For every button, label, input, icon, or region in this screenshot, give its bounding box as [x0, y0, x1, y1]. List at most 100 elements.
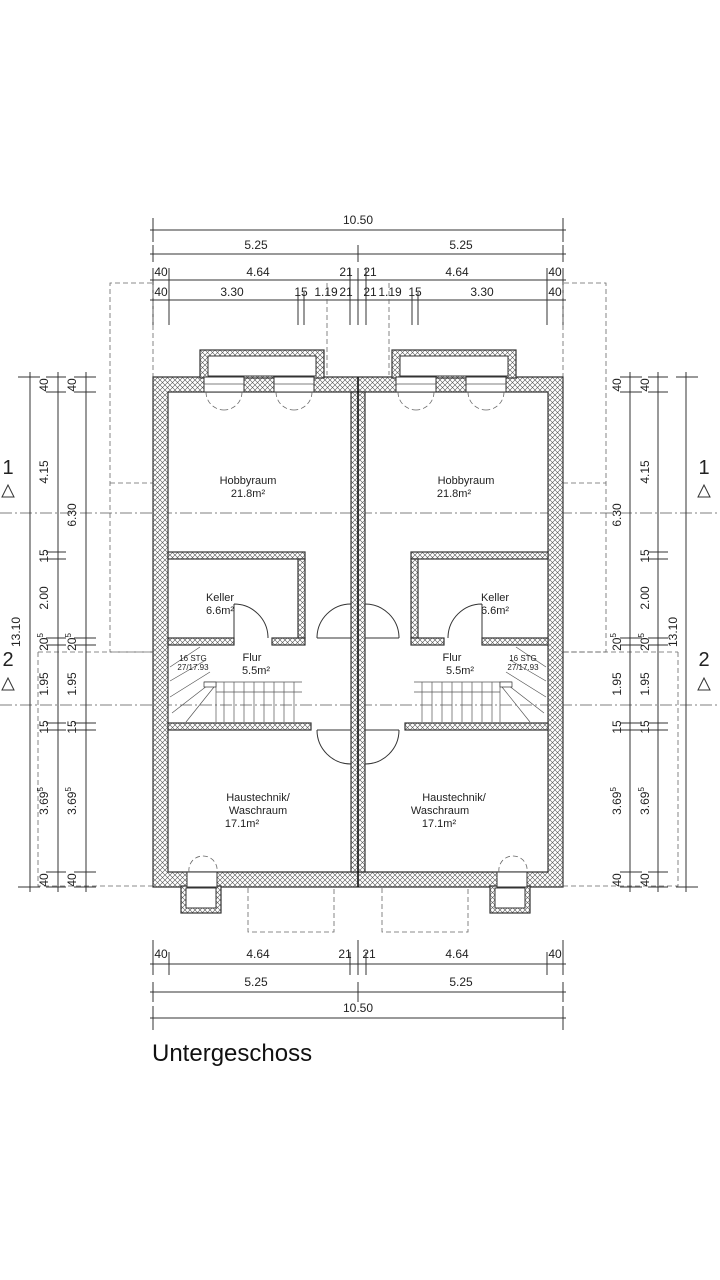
dim-r1-d6: 3.695: [609, 787, 624, 815]
superscript-5: 5: [609, 633, 618, 638]
section-1-left-marker: [1, 483, 15, 498]
dim-l-d5: 1.95: [37, 672, 51, 696]
dim-sub-c-r: 1.19: [378, 285, 402, 299]
dim-inner-top-r: 4.64: [445, 265, 469, 279]
dim-l-d1: 4.15: [37, 460, 51, 484]
right-dimensions: 40 6.30 205 1.95 15 3.695 40 40 4.15 15 …: [609, 372, 698, 892]
tech-name1-right: Haustechnik/: [422, 792, 487, 804]
stair-steps-right: 16 STG: [509, 654, 537, 663]
dim-r2-d4: 205: [637, 633, 652, 651]
tech-area-right: 17.1m²: [422, 818, 457, 830]
stair-ratio-left: 27/17.93: [177, 663, 209, 672]
dim-wall-bot-l: 40: [154, 947, 168, 961]
dim-r2-wall-top: 40: [638, 378, 652, 392]
superscript-5: 5: [36, 633, 45, 638]
section-2-left: 2: [2, 649, 13, 671]
stair-steps-left: 16 STG: [179, 654, 207, 663]
dim-r2-d2a: 15: [638, 549, 652, 563]
dim-l2-d4: 205: [64, 633, 79, 651]
hobby-area-right: 21.8m²: [437, 488, 472, 500]
room-labels-left: Hobbyraum 21.8m² Keller 6.6m² Flur 5.5m²…: [177, 475, 290, 830]
dim-sub-c-l: 1.19: [314, 285, 338, 299]
dim-wall-top2-r: 40: [548, 285, 562, 299]
dim-r1-wall-top: 40: [610, 378, 624, 392]
dim-r2-d3: 2.00: [638, 586, 652, 610]
top-dimensions: 10.50 5.25 5.25 40 4.64 21 21 4.64 40 40: [150, 213, 566, 325]
section-2-right-marker: [697, 676, 711, 691]
dim-l-d6: 3.695: [36, 787, 51, 815]
dim-half-bot-l: 5.25: [244, 975, 268, 989]
dim-party-top-l: 21: [339, 265, 353, 279]
dim-sub-a-l: 3.30: [220, 285, 244, 299]
stair-left: [169, 646, 302, 723]
dim-party-top-r: 21: [363, 265, 377, 279]
tech-name2-left: Waschraum: [229, 805, 287, 817]
dim-total-bot: 10.50: [343, 1001, 373, 1015]
superscript-5: 5: [637, 633, 646, 638]
section-1-right: 1: [698, 457, 709, 479]
dim-total-width: 10.50: [343, 213, 373, 227]
dim-inner-bot-l: 4.64: [246, 947, 270, 961]
dim-half-width-left: 5.25: [244, 238, 268, 252]
tech-area-left: 17.1m²: [225, 818, 260, 830]
bottom-dimensions: 40 4.64 21 21 4.64 40 5.25 5.25 10.50: [150, 940, 566, 1030]
dim-party-bot-r: 21: [362, 947, 376, 961]
dim-wall-bot-r: 40: [548, 947, 562, 961]
dim-wall-top2-l: 40: [154, 285, 168, 299]
dim-wall-top-r: 40: [548, 265, 562, 279]
dim-r1-depth-a: 6.30: [610, 503, 624, 527]
dim-r1-d4: 205: [609, 633, 624, 651]
dim-l-d4: 205: [36, 633, 51, 651]
hobby-name-right: Hobbyraum: [438, 475, 495, 487]
keller-area-right: 6.6m²: [481, 605, 509, 617]
dim-r1-d2: 15: [610, 720, 624, 734]
dim-l2-wall-top: 40: [65, 378, 79, 392]
hobby-name-left: Hobbyraum: [220, 475, 277, 487]
dim-party-bot-l: 21: [338, 947, 352, 961]
dim-l-wall-top: 40: [37, 378, 51, 392]
dim-inner-bot-r: 4.64: [445, 947, 469, 961]
keller-area-left: 6.6m²: [206, 605, 234, 617]
dim-l-wall-bottom: 40: [37, 873, 51, 887]
dim-total-depth-left: 13.10: [9, 617, 23, 647]
stair-ratio-right: 27/17.93: [507, 663, 539, 672]
superscript-5: 5: [64, 633, 73, 638]
dim-total-depth-right: 13.10: [666, 617, 680, 647]
section-2-right: 2: [698, 649, 709, 671]
tech-name2-right: Waschraum: [411, 805, 469, 817]
dim-l2-d2: 15: [65, 720, 79, 734]
dim-party-top2-r: 21: [363, 285, 377, 299]
hobby-area-left: 21.8m²: [231, 488, 266, 500]
dim-wall-top-l: 40: [154, 265, 168, 279]
keller-name-right: Keller: [481, 592, 509, 604]
dim-r1-d5: 1.95: [610, 672, 624, 696]
dim-l-d3: 2.00: [37, 586, 51, 610]
dashed-outlines: [37, 282, 679, 933]
dim-r2-d6: 3.695: [637, 787, 652, 815]
dim-l-d2a: 15: [37, 549, 51, 563]
dim-r2-d2b: 15: [638, 720, 652, 734]
flur-name-right: Flur: [443, 652, 462, 664]
dim-l2-d6: 3.695: [64, 787, 79, 815]
dim-l2-wall-bottom: 40: [65, 873, 79, 887]
section-2-left-marker: [1, 676, 15, 691]
superscript-5: 5: [637, 787, 646, 792]
dim-r1-wall-bottom: 40: [610, 873, 624, 887]
dim-sub-b-r: 15: [408, 285, 422, 299]
dim-l2-d5: 1.95: [65, 672, 79, 696]
plan-title: Untergeschoss: [152, 1040, 312, 1067]
dim-r2-d1: 4.15: [638, 460, 652, 484]
dim-r2-d5: 1.95: [638, 672, 652, 696]
keller-name-left: Keller: [206, 592, 234, 604]
dim-half-width-right: 5.25: [449, 238, 473, 252]
flur-area-right: 5.5m²: [446, 665, 474, 677]
room-labels-right: Hobbyraum 21.8m² Keller 6.6m² Flur 5.5m²…: [411, 475, 539, 830]
windows: [186, 376, 528, 888]
section-1-right-marker: [697, 483, 711, 498]
dim-l-d2b: 15: [37, 720, 51, 734]
tech-name1-left: Haustechnik/: [226, 792, 291, 804]
dim-sub-b-l: 15: [294, 285, 308, 299]
dim-l2-depth-a: 6.30: [65, 503, 79, 527]
superscript-5: 5: [609, 787, 618, 792]
